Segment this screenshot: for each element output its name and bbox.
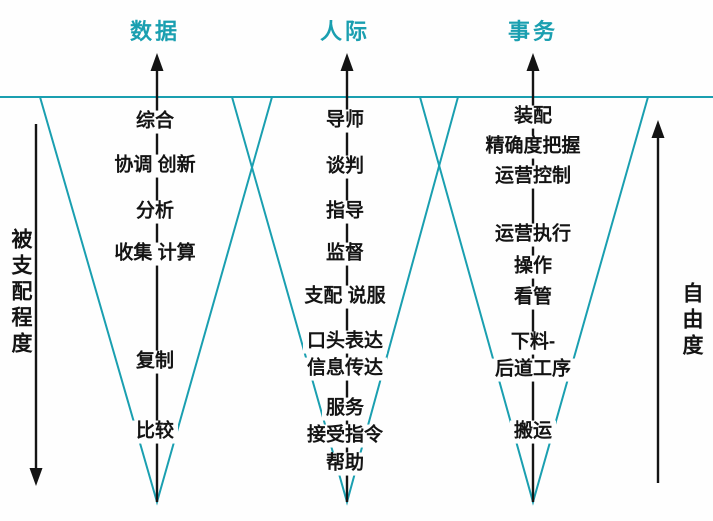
diagram-item: 口头表达 xyxy=(302,330,388,354)
diagram-item: 精确度把握 xyxy=(481,135,585,159)
diagram-item: 复制 xyxy=(131,350,179,374)
diagram-item: 下料- xyxy=(506,331,560,355)
diagram-item: 导师 xyxy=(321,109,369,133)
diagram-item: 监督 xyxy=(321,242,369,266)
diagram-item: 综合 xyxy=(131,110,179,134)
diagram-item: 信息传达 xyxy=(302,357,388,381)
diagram-item: 接受指令 xyxy=(302,424,388,448)
column-header-data: 数据 xyxy=(129,19,181,44)
diagram-item: 搬运 xyxy=(509,420,557,444)
diagram-item: 指导 xyxy=(321,200,369,224)
up-arrow-right-axis-icon xyxy=(651,120,665,483)
diagram-item: 装配 xyxy=(509,105,557,129)
diagram-item: 支配 说服 xyxy=(300,285,390,309)
diagram-item: 后道工序 xyxy=(490,358,576,382)
diagram-item: 运营控制 xyxy=(490,165,576,189)
diagram-item: 收集 计算 xyxy=(110,242,200,266)
diagram-item: 比较 xyxy=(131,420,179,444)
column-header-people: 人际 xyxy=(319,19,371,44)
diagram-item: 运营执行 xyxy=(490,223,576,247)
right-axis-label: 自由度 xyxy=(680,282,703,360)
down-arrow-left-axis-icon xyxy=(29,124,43,486)
diagram-item: 操作 xyxy=(509,255,557,279)
left-axis-label: 被支配程度 xyxy=(9,228,32,358)
diagram-item: 看管 xyxy=(509,286,557,310)
diagram-item: 帮助 xyxy=(321,452,369,476)
diagram-item: 分析 xyxy=(131,200,179,224)
column-header-things: 事务 xyxy=(507,19,559,44)
diagram-item: 协调 创新 xyxy=(110,154,200,178)
diagram-item: 服务 xyxy=(321,397,369,421)
diagram-item: 谈判 xyxy=(321,155,369,179)
